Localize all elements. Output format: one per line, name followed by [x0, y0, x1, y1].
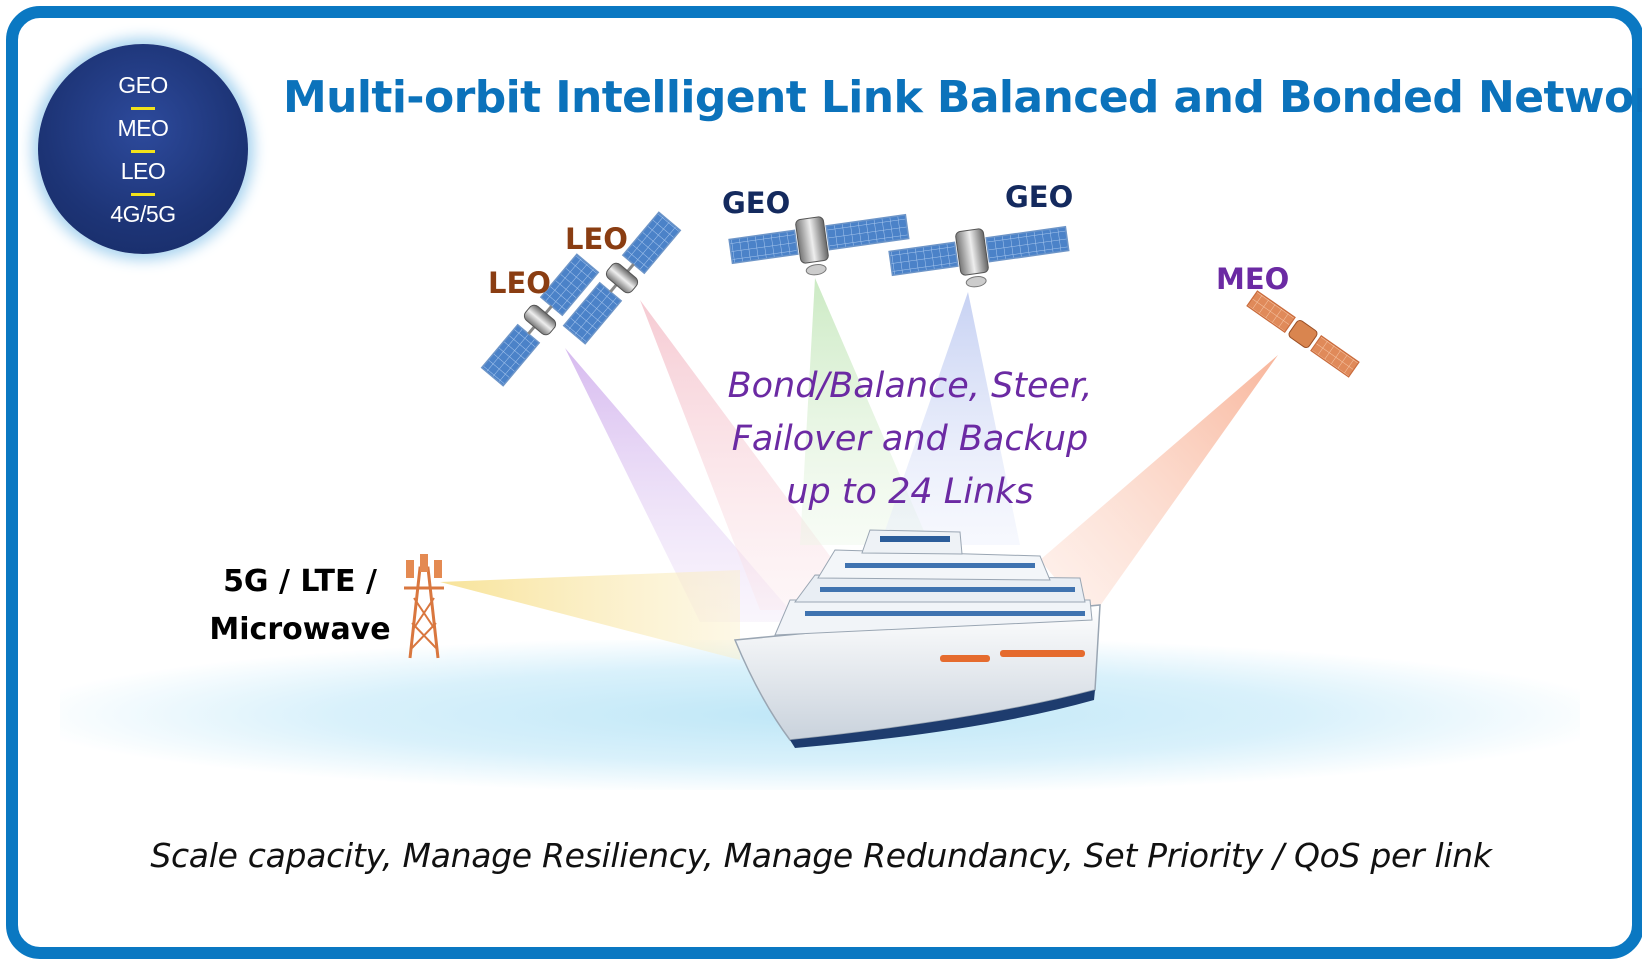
- beam-tower: [440, 570, 740, 660]
- orbit-badge-separator: [131, 150, 155, 153]
- leo-satellite-1-icon: [480, 253, 600, 387]
- bonding-line-1: Bond/Balance, Steer,: [727, 366, 1093, 406]
- orbit-badge-meo: MEO: [117, 115, 169, 141]
- cell-tower-icon: [404, 554, 444, 659]
- orbit-badge-separator: [131, 193, 155, 196]
- bonding-description: Bond/Balance, Steer, Failover and Backup…: [700, 360, 1120, 519]
- tower-label: 5G / LTE / Microwave: [200, 558, 400, 654]
- orbit-badge-leo: LEO: [120, 158, 166, 184]
- orbit-badge-geo: GEO: [118, 72, 168, 98]
- orbit-badge: GEO MEO LEO 4G/5G: [38, 44, 248, 254]
- tower-label-line-1: 5G / LTE /: [223, 564, 377, 599]
- bonding-line-2: Failover and Backup: [731, 419, 1089, 459]
- geo-label-1: GEO: [722, 186, 791, 220]
- orbit-badge-separator: [131, 107, 155, 110]
- leo-label-2: LEO: [565, 222, 628, 256]
- beam-geo-2: [880, 292, 1020, 545]
- footer-caption: Scale capacity, Manage Resiliency, Manag…: [150, 836, 1492, 875]
- geo-satellite-1-icon: [728, 213, 910, 276]
- beam-geo-1: [800, 278, 930, 545]
- meo-label: MEO: [1216, 262, 1290, 296]
- meo-satellite-icon: [1246, 290, 1360, 378]
- diagram-title: Multi-orbit Intelligent Link Balanced an…: [283, 72, 1642, 123]
- tower-label-line-2: Microwave: [209, 612, 391, 647]
- leo-satellite-2-icon: [562, 211, 682, 345]
- bonding-line-3: up to 24 Links: [786, 472, 1034, 512]
- orbit-badge-4g5g: 4G/5G: [110, 201, 176, 227]
- leo-label-1: LEO: [488, 266, 551, 300]
- geo-satellite-2-icon: [888, 225, 1070, 288]
- geo-label-2: GEO: [1005, 180, 1074, 214]
- beam-meo: [1040, 355, 1278, 620]
- cruise-ship-icon: [733, 529, 1101, 748]
